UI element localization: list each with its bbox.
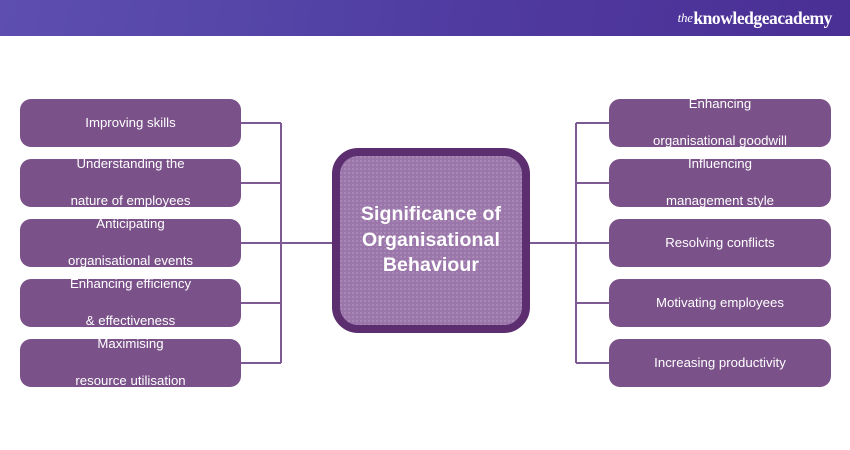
branch-label-line-1: Enhancing [688,95,752,111]
branch-label-line-1: Influencing [687,155,752,171]
branch-label-line-2: & effectiveness [85,313,176,329]
brand-prefix: the [677,10,693,25]
branch-increasing-productivity[interactable]: Increasing productivity [609,339,831,387]
branch-label: Enhancing organisational goodwill [653,95,787,151]
branch-motivating-employees[interactable]: Motivating employees [609,279,831,327]
branch-label-line-2: management style [665,193,775,209]
branch-improving-skills[interactable]: Improving skills [20,99,241,147]
right-connector-stub-3 [576,242,610,244]
branch-label-line-2: organisational events [67,253,194,269]
left-connector-stub-3 [241,242,281,244]
branch-maximising-resource-utilisation[interactable]: Maximising resource utilisation [20,336,241,388]
left-connector-stub-5 [241,362,281,364]
branch-understanding-nature-of-employees[interactable]: Understanding the nature of employees [20,156,241,208]
right-connector-stub-2 [576,182,610,184]
branch-label-line-1: Anticipating [96,215,165,231]
branch-label-line-1: Enhancing efficiency [69,275,192,291]
branch-label-line-2: resource utilisation [75,373,186,389]
branch-label: Understanding the nature of employees [71,155,191,211]
branch-label-line-1: Understanding the [76,155,185,171]
branch-label-line-1: Maximising [97,335,164,351]
branch-label: Improving skills [85,114,176,130]
center-node[interactable]: Significance of Organisational Behaviour [332,148,530,333]
right-connector-stub-4 [576,302,610,304]
right-connector-stub-1 [576,122,610,124]
branch-label: Anticipating organisational events [68,215,193,271]
branch-label-line-2: nature of employees [70,193,191,209]
left-connector-stub-4 [241,302,281,304]
branch-label: Enhancing efficiency & effectiveness [70,275,191,331]
left-connector-stub-1 [241,122,281,124]
branch-label: Maximising resource utilisation [75,335,185,391]
branch-label: Increasing productivity [654,354,786,370]
branch-label: Motivating employees [656,294,784,310]
right-connector-stub-5 [576,362,610,364]
branch-enhancing-efficiency-effectiveness[interactable]: Enhancing efficiency & effectiveness [20,276,241,328]
branch-enhancing-organisational-goodwill[interactable]: Enhancing organisational goodwill [609,96,831,148]
branch-anticipating-organisational-events[interactable]: Anticipating organisational events [20,216,241,268]
branch-label: Resolving conflicts [665,234,775,250]
branch-influencing-management-style[interactable]: Influencing management style [609,156,831,208]
left-connector-stub-2 [241,182,281,184]
brand-name: knowledgeacademy [693,7,832,28]
right-trunk-to-center [528,242,576,244]
left-trunk-to-center [280,242,334,244]
branch-label-line-2: organisational goodwill [653,133,787,149]
branch-label: Influencing management style [666,155,774,211]
center-node-title: Significance of Organisational Behaviour [360,202,502,277]
branch-resolving-conflicts[interactable]: Resolving conflicts [609,219,831,267]
